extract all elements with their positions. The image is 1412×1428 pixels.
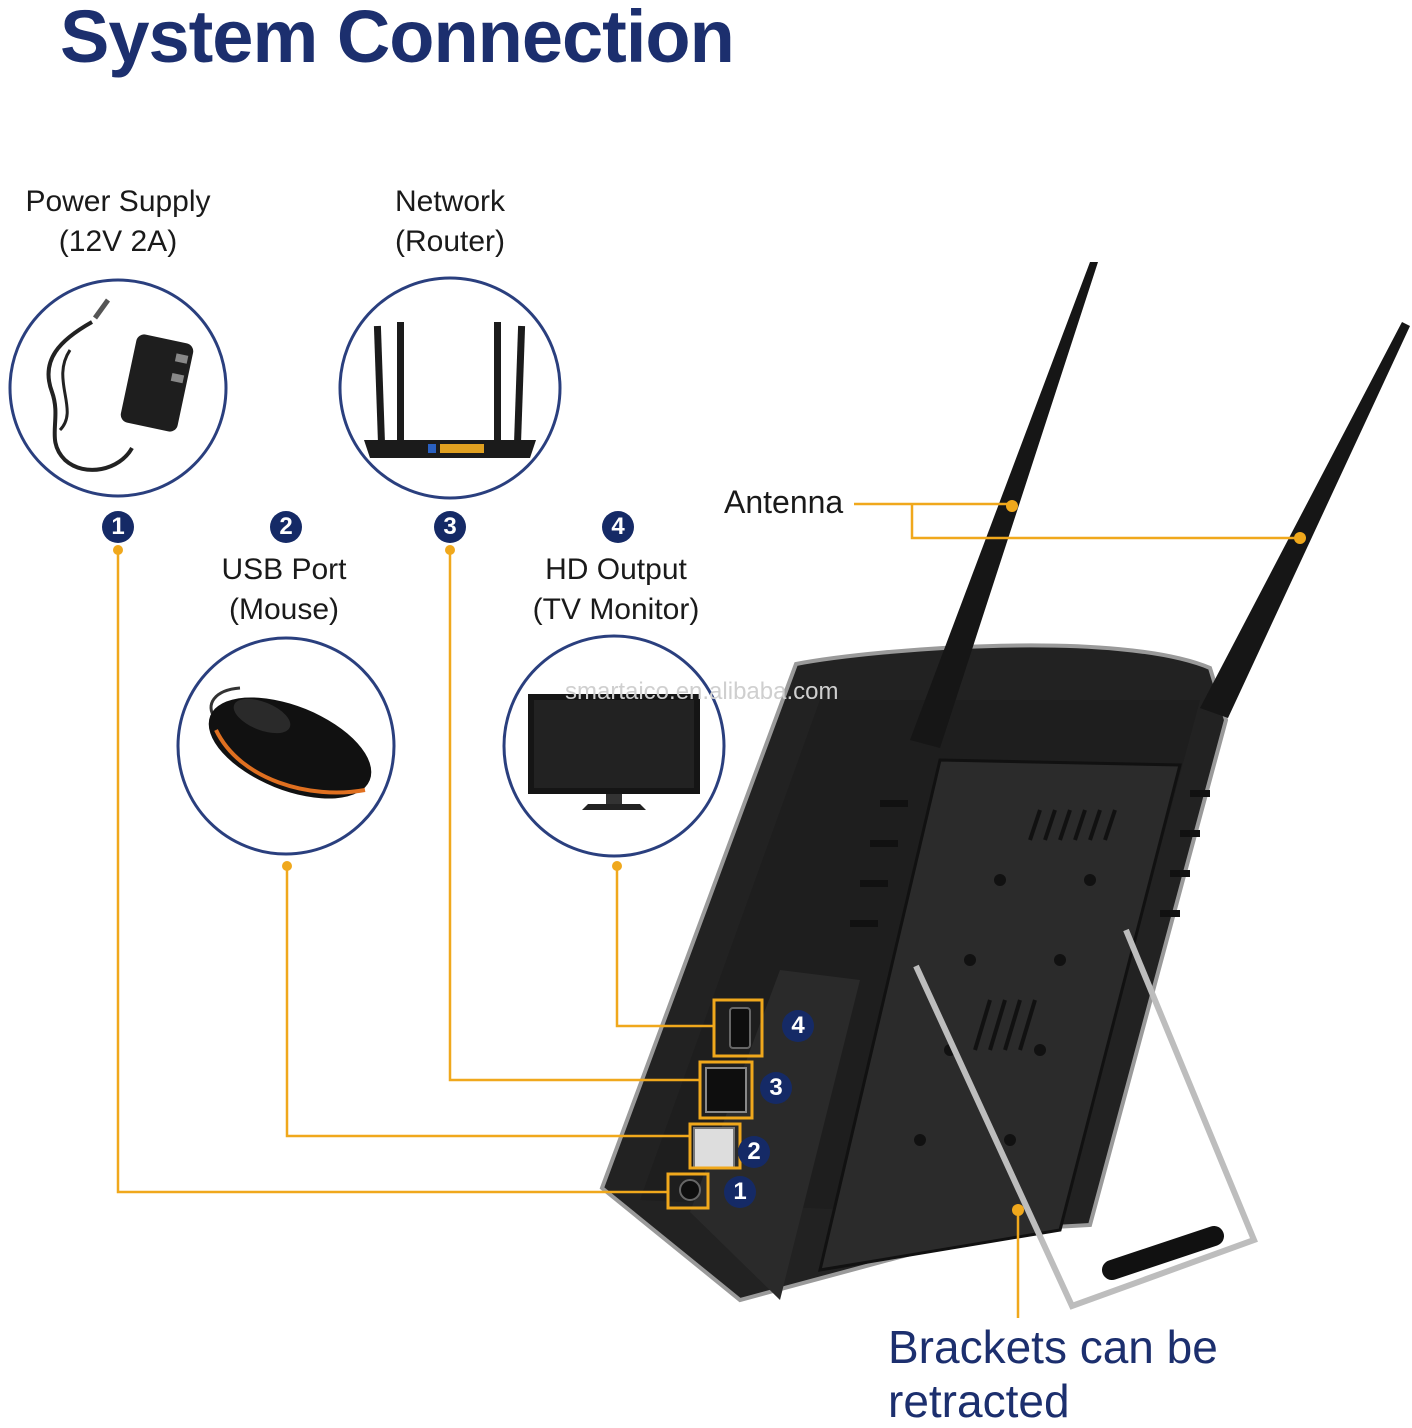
router-circle (338, 276, 562, 500)
bracket-caption: Brackets can be retracted (888, 1321, 1218, 1427)
marker-1: 1 (102, 511, 134, 543)
usb-name: USB Port (221, 553, 347, 586)
connector-lines (116, 502, 1300, 1318)
power-supply-label: Power Supply (12V 2A) (8, 182, 228, 262)
network-label: Network (Router) (340, 182, 560, 262)
port-marker-3: 3 (760, 1072, 792, 1104)
router-icon (364, 322, 536, 458)
marker-4: 4 (602, 511, 634, 543)
watermark: smartaico.en.alibaba.com (565, 678, 839, 705)
mouse-icon (208, 686, 372, 799)
power-supply-circle (8, 278, 228, 498)
port-marker-4: 4 (782, 1010, 814, 1042)
power-supply-name: Power Supply (25, 185, 211, 218)
hd-output-name: HD Output (545, 553, 687, 586)
hd-output-label: HD Output (TV Monitor) (496, 550, 736, 630)
marker-3: 3 (434, 511, 466, 543)
usb-spec: (Mouse) (228, 593, 340, 626)
tv-monitor-icon (528, 694, 700, 810)
port-marker-2: 2 (738, 1136, 770, 1168)
usb-label: USB Port (Mouse) (174, 550, 394, 630)
page-title: System Connection (60, 0, 735, 78)
power-supply-spec: (12V 2A) (58, 225, 178, 258)
hd-output-spec: (TV Monitor) (532, 593, 700, 626)
antenna-label: Antenna (724, 484, 844, 520)
network-name: Network (394, 185, 506, 218)
port-marker-1: 1 (724, 1176, 756, 1208)
marker-2: 2 (270, 511, 302, 543)
power-adapter-icon (46, 298, 194, 472)
network-spec: (Router) (394, 225, 506, 258)
bracket-icon (913, 928, 1258, 1310)
